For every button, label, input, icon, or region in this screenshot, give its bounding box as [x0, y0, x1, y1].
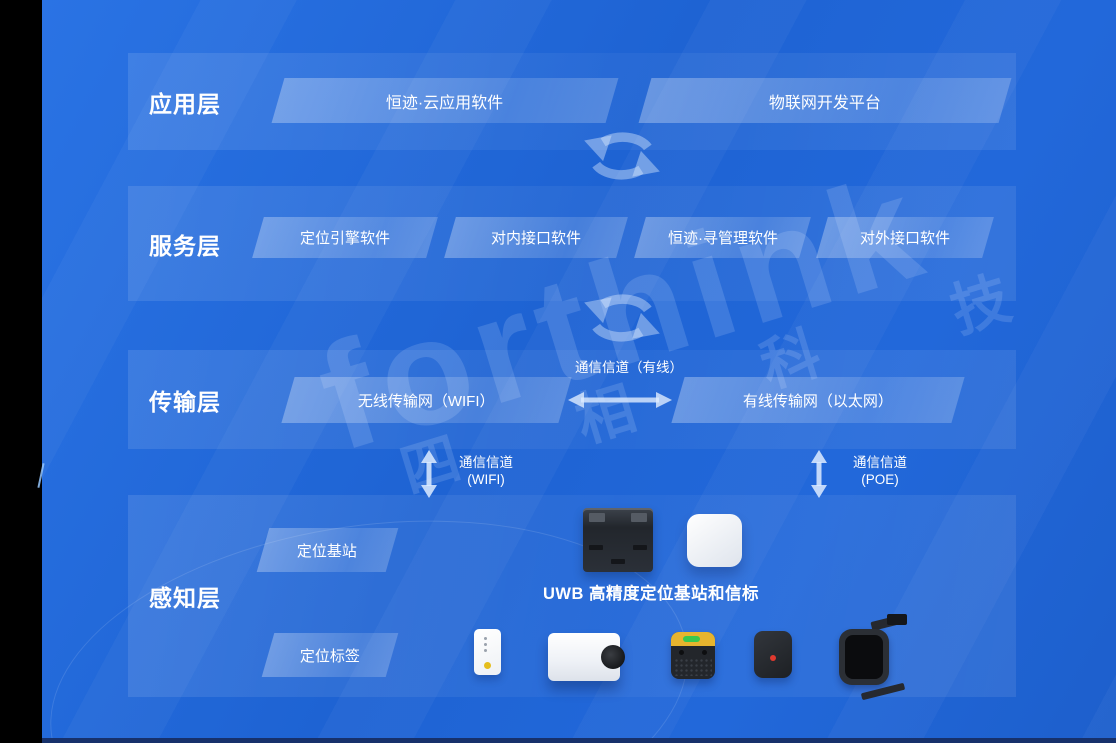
- uwb-caption: UWB 高精度定位基站和信标: [543, 585, 759, 603]
- horizontal-double-arrow-icon: [568, 392, 672, 408]
- box-positioning-tag: 定位标签: [261, 633, 399, 677]
- box-positioning-base-station: 定位基站: [256, 528, 399, 572]
- layer-title-service: 服务层: [149, 232, 221, 259]
- uwb-anchor-station-dark-image: [583, 508, 653, 572]
- poe-channel-label: 通信信道 (POE): [853, 455, 907, 487]
- wifi-channel-label: 通信信道 (WIFI): [459, 455, 513, 487]
- box-wired-transmission-ethernet: 有线传输网（以太网）: [671, 377, 965, 423]
- layer-panel-application: 应用层: [128, 53, 1016, 150]
- footer-bar: [42, 738, 1116, 743]
- wired-channel-label: 通信信道（有线）: [575, 360, 683, 375]
- vertical-double-arrow-icon: [811, 450, 827, 498]
- layer-title-transmission: 传输层: [149, 388, 221, 415]
- box-external-interface-software: 对外接口软件: [816, 217, 994, 258]
- layer-title-application: 应用层: [149, 90, 221, 117]
- box-iot-development-platform: 物联网开发平台: [638, 78, 1012, 123]
- uwb-anchor-station-white-image: [687, 514, 742, 567]
- box-internal-interface-software: 对内接口软件: [444, 217, 628, 258]
- diagram-canvas: forthink 四 相 科 技 应用层 服务层 传输层 感知层 恒迹·云应用软…: [42, 0, 1116, 743]
- layer-title-perception: 感知层: [149, 585, 221, 611]
- box-wireless-transmission-wifi: 无线传输网（WIFI）: [281, 377, 572, 423]
- uwb-tag-watch-black-image: [835, 614, 907, 701]
- sync-arrows-icon: [584, 132, 660, 180]
- uwb-tag-box-white-image: [548, 633, 625, 681]
- vertical-double-arrow-icon: [421, 450, 437, 498]
- layer-panel-service: 服务层: [128, 186, 1016, 301]
- uwb-tag-badge-yellow-image: [671, 632, 715, 679]
- sync-arrows-icon: [584, 294, 660, 342]
- box-positioning-engine-software: 定位引擎软件: [252, 217, 438, 258]
- box-hengji-cloud-app-software: 恒迹·云应用软件: [271, 78, 619, 123]
- uwb-tag-card-white-image: [474, 629, 501, 675]
- box-hengji-xun-management-software: 恒迹·寻管理软件: [634, 217, 811, 258]
- uwb-tag-square-black-image: [754, 631, 792, 678]
